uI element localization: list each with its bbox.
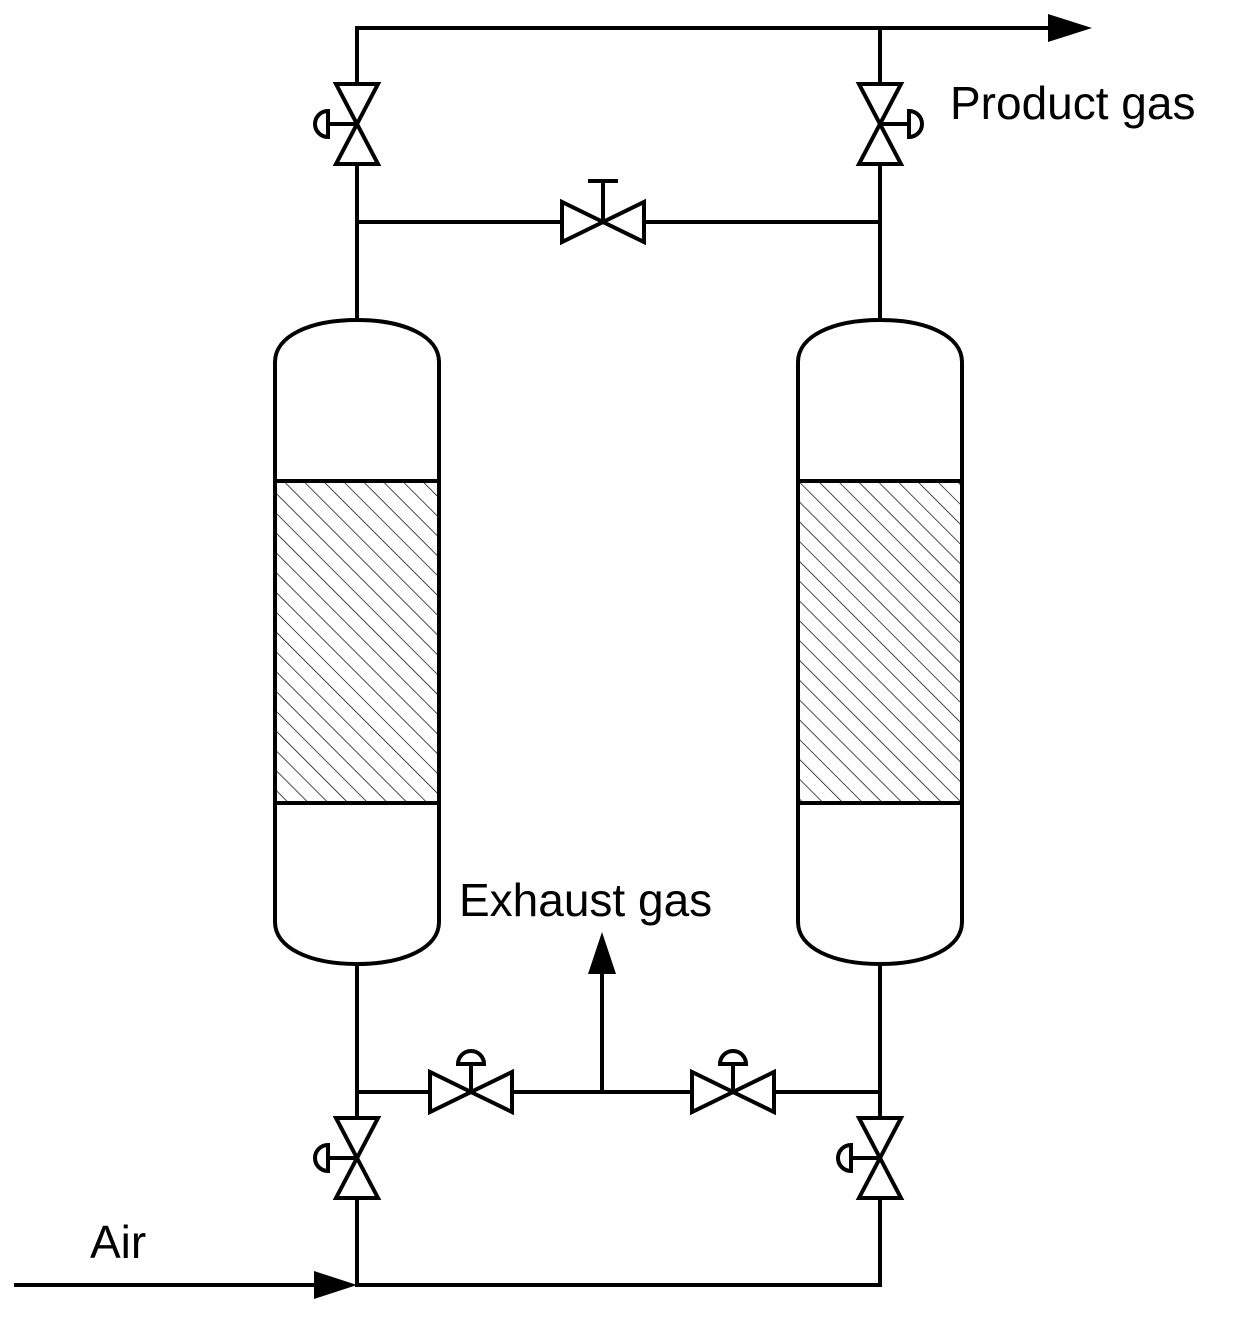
exhaust-right-valve <box>690 1049 776 1116</box>
air-label: Air <box>90 1216 146 1268</box>
product-gas-label: Product gas <box>950 77 1195 129</box>
product-gas-header <box>355 14 1092 86</box>
bottom-left-valve <box>313 1116 382 1200</box>
left-adsorber-vessel <box>273 317 441 967</box>
exhaust-gas-label: Exhaust gas <box>459 874 712 926</box>
top-right-valve <box>855 82 924 166</box>
left-adsorbent-bed <box>273 479 441 805</box>
exhaust-gas-arrow <box>588 932 616 974</box>
product-gas-arrow <box>1048 14 1092 42</box>
air-inlet-header <box>14 1271 882 1299</box>
equalization-valve <box>560 179 646 246</box>
exhaust-left-valve <box>428 1049 514 1116</box>
right-adsorbent-bed <box>796 479 964 805</box>
bottom-right-valve <box>836 1116 905 1200</box>
top-left-valve <box>313 82 382 166</box>
right-adsorber-vessel <box>796 317 964 967</box>
air-inlet-arrow <box>314 1271 357 1299</box>
exhaust-manifold <box>355 932 882 1094</box>
